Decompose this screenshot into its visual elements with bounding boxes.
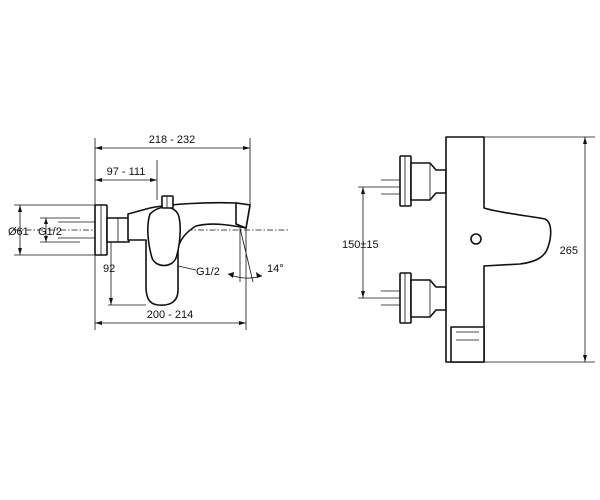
spout-outlet [235, 202, 251, 229]
front-view: 218 - 232 97 - 111 200 - 214 Ø61 G1/ [8, 134, 290, 330]
dim-line-height-offset [108, 232, 146, 306]
lever-handle [147, 206, 181, 267]
label-height-offset: 92 [103, 263, 115, 275]
lower-inlet-union [410, 279, 447, 318]
dim-line-spout-reach [95, 321, 246, 325]
side-view: 150±15 265 [342, 136, 595, 363]
body-hole [470, 233, 482, 245]
dim-line-total-width [95, 146, 250, 150]
label-thread-inlet: G1/2 [38, 226, 62, 238]
label-spout-reach: 200 - 214 [147, 309, 193, 321]
dim-line-center-distance [361, 187, 365, 298]
side-body [445, 136, 552, 363]
label-total-height: 265 [560, 245, 578, 257]
label-spout-angle: 14° [267, 263, 284, 275]
dim-line-total-height [583, 137, 587, 362]
label-center-distance: 150±15 [342, 239, 379, 251]
side-spout-outlet [450, 326, 485, 363]
lower-inlet-flange [399, 272, 412, 324]
label-flange-diameter: Ø61 [8, 226, 29, 238]
label-thread-outlet: G1/2 [196, 266, 220, 278]
upper-inlet-flange [399, 155, 412, 207]
upper-inlet-union [410, 162, 447, 201]
mixer-body [127, 201, 251, 306]
label-total-width: 218 - 232 [149, 134, 195, 146]
diverter-knob [161, 195, 174, 209]
label-outlet-offset: 97 - 111 [107, 166, 146, 178]
dim-line-outlet-offset [95, 178, 157, 182]
angle-indicator [227, 227, 263, 283]
